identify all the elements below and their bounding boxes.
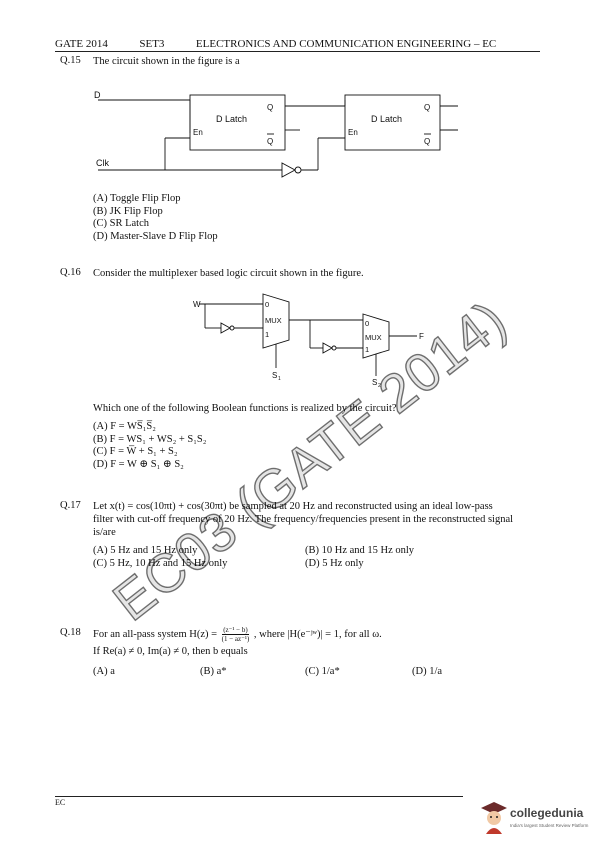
q16-mux1-in0: 0	[265, 300, 269, 309]
q15-circuit-diagram: D Clk D Latch D Latch Q Q Q Q En En	[94, 90, 458, 178]
q18-option-d[interactable]: (D) 1/a	[412, 666, 443, 677]
q17-text: Let x(t) = cos(10πt) + cos(30πt) be samp…	[93, 500, 543, 539]
q18-fraction-numerator: (z⁻¹ − b)	[221, 626, 250, 635]
q15-d-input-label: D	[94, 90, 101, 100]
q15-latch2-title: D Latch	[371, 114, 402, 124]
q18-text-post: , where |H(e⁻ʲʷ)| = 1, for all ω.	[253, 628, 382, 640]
q17-option-b[interactable]: (B) 10 Hz and 15 Hz only	[305, 545, 415, 556]
q15-latch1-title: D Latch	[216, 114, 247, 124]
footer-rule	[55, 796, 463, 797]
q16-w-label: W	[193, 300, 201, 309]
q16-s2-sub: 2	[378, 383, 381, 389]
q15-option-a[interactable]: (A) Toggle Flip Flop	[93, 193, 181, 204]
q17-text-line3: is/are	[93, 527, 116, 538]
q16-mux2-in0: 0	[365, 319, 369, 328]
logo-name: collegedunia	[510, 806, 584, 820]
q16-option-a[interactable]: (A) F = WS̅₁S̅₂	[93, 421, 156, 432]
q15-latch2-qbar: Q	[424, 137, 430, 146]
paper-title: ELECTRONICS AND COMMUNICATION ENGINEERIN…	[195, 38, 497, 50]
q16-option-b[interactable]: (B) F = WS₁ + WS₂ + S₁S₂	[93, 433, 207, 445]
q18-option-a[interactable]: (A) a	[93, 666, 115, 677]
q18-option-c[interactable]: (C) 1/a*	[305, 666, 340, 677]
exam-set: SET3	[139, 38, 165, 50]
q16-mux1-in1: 1	[265, 330, 269, 339]
q18-text-pre: For an all-pass system H(z) =	[93, 628, 218, 640]
q16-options: (A) F = WS̅₁S̅₂ (B) F = WS₁ + WS₂ + S₁S₂…	[93, 421, 206, 471]
q18-option-b[interactable]: (B) a*	[200, 666, 227, 677]
collegedunia-logo[interactable]: collegedunia India's largest Student Rev…	[480, 800, 590, 836]
q15-latch1-qbar: Q	[267, 137, 273, 146]
q16-option-c[interactable]: (C) F = W̅ + S₁ + S₂	[93, 446, 178, 457]
q15-number: Q.15	[60, 55, 81, 66]
q18-line2: If Re(a) ≠ 0, Im(a) ≠ 0, then b equals	[93, 646, 248, 657]
q16-option-d[interactable]: (D) F = W ⊕ S₁ ⊕ S₂	[93, 458, 184, 470]
q16-s1-sub: 1	[278, 376, 281, 382]
q16-mux1-label: MUX	[265, 316, 282, 325]
q16-number: Q.16	[60, 267, 81, 278]
q15-latch1-en: En	[193, 128, 203, 137]
exam-name: GATE 2014	[55, 38, 108, 50]
q15-latch2-q: Q	[424, 103, 430, 112]
header-rule	[55, 51, 540, 52]
q17-option-c[interactable]: (C) 5 Hz, 10 Hz and 15 Hz only	[93, 558, 228, 569]
logo-tagline: India's largest Student Review Platform	[510, 823, 589, 828]
q15-option-c[interactable]: (C) SR Latch	[93, 218, 149, 229]
page-header: GATE 2014 SET3 ELECTRONICS AND COMMUNICA…	[55, 38, 496, 50]
q15-clk-label: Clk	[96, 158, 109, 168]
q18-text: For an all-pass system H(z) = (z⁻¹ − b) …	[93, 626, 382, 643]
q17-text-line2: filter with cut-off frequency of 20 Hz. …	[93, 514, 514, 525]
q15-options: (A) Toggle Flip Flop (B) JK Flip Flop (C…	[93, 193, 218, 243]
q15-text: The circuit shown in the figure is a	[93, 56, 240, 67]
q15-latch1-q: Q	[267, 103, 273, 112]
q15-option-b[interactable]: (B) JK Flip Flop	[93, 205, 163, 217]
q16-question: Which one of the following Boolean funct…	[93, 403, 397, 414]
q18-number: Q.18	[60, 627, 81, 638]
q17-option-a[interactable]: (A) 5 Hz and 15 Hz only	[93, 545, 198, 556]
q16-mux2-in1: 1	[365, 345, 369, 354]
q16-s1-label: S	[272, 371, 277, 380]
graduate-mascot-icon	[481, 802, 507, 834]
q15-option-d[interactable]: (D) Master-Slave D Flip Flop	[93, 230, 218, 242]
q16-circuit-diagram: W 0 MUX 1 S 1 0 MUX 1 S 2 F	[193, 293, 424, 389]
q17-option-d[interactable]: (D) 5 Hz only	[305, 558, 364, 569]
q17-number: Q.17	[60, 500, 81, 511]
q16-f-label: F	[419, 332, 424, 341]
q16-text: Consider the multiplexer based logic cir…	[93, 268, 364, 279]
q17-text-line1: Let x(t) = cos(10πt) + cos(30πt) be samp…	[93, 501, 493, 512]
q15-latch2-en: En	[348, 128, 358, 137]
q18-fraction-denominator: (1 − az⁻¹)	[221, 635, 250, 643]
q16-s2-label: S	[372, 378, 377, 387]
footer-label: EC	[55, 798, 66, 807]
q16-mux2-label: MUX	[365, 333, 382, 342]
q18-fraction: (z⁻¹ − b) (1 − az⁻¹)	[221, 626, 250, 643]
